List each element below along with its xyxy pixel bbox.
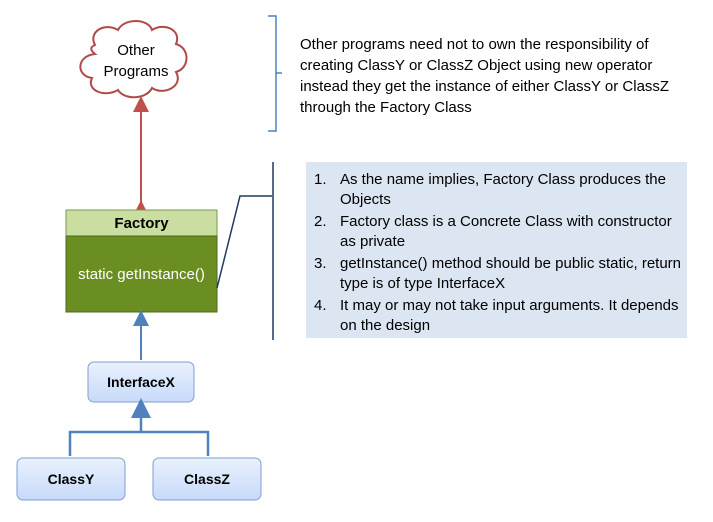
top-description: Other programs need not to own the respo… [300, 36, 670, 116]
notes-list: 1. As the name implies, Factory Class pr… [314, 170, 684, 338]
note-item: 2. Factory class is a Concrete Class wit… [314, 212, 684, 252]
cloud-shape [79, 20, 188, 99]
factory-method: static getInstance() [78, 265, 205, 283]
note-number: 3. [314, 255, 327, 272]
interface-label: InterfaceX [107, 374, 175, 390]
notes-panel: 1. As the name implies, Factory Class pr… [306, 162, 687, 338]
classy-box [16, 457, 126, 501]
note-text: It may or may not take input arguments. … [340, 297, 679, 334]
classz-label: ClassZ [184, 471, 230, 487]
factory-title: Factory [114, 214, 169, 232]
note-text: As the name implies, Factory Class produ… [340, 171, 666, 208]
classy-label: ClassY [47, 471, 95, 487]
note-item: 3. getInstance() method should be public… [314, 254, 684, 294]
note-item: 1. As the name implies, Factory Class pr… [314, 170, 684, 210]
notes-callout-line [216, 195, 272, 289]
note-number: 4. [314, 297, 327, 314]
note-number: 2. [314, 213, 327, 230]
factory-body-box [65, 235, 218, 313]
note-item: 4. It may or may not take input argument… [314, 296, 684, 336]
classz-box [152, 457, 262, 501]
cloud-label: Other Programs [103, 42, 169, 80]
note-number: 1. [314, 171, 327, 188]
note-text: Factory class is a Concrete Class with c… [340, 213, 672, 250]
note-text: getInstance() method should be public st… [340, 255, 682, 292]
factory-header-box [65, 209, 218, 237]
class-connector-lines [68, 430, 210, 456]
description-bracket [268, 15, 282, 132]
